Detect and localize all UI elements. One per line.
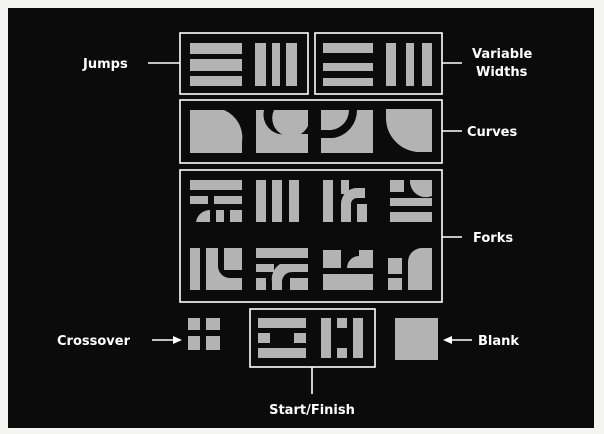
fork-tile-5 [190, 248, 242, 290]
jump-horizontal-tile [190, 43, 242, 86]
fork-tile-2 [256, 180, 299, 222]
start-finish-tile-1 [258, 318, 306, 358]
fork-tile-4 [390, 180, 432, 222]
start-finish-tile-2 [321, 318, 363, 358]
blank-tile [395, 318, 438, 360]
curve-tile-3 [321, 110, 373, 153]
curve-tile-4 [386, 109, 432, 152]
curve-tile-2 [256, 110, 308, 153]
start-finish-label: Start/Finish [269, 403, 355, 418]
variable-widths-label-line1: Variable [472, 47, 533, 62]
fork-tile-6 [256, 248, 308, 290]
crossover-tile [188, 318, 220, 350]
fork-tile-7 [323, 250, 373, 290]
forks-label: Forks [473, 231, 513, 246]
crossover-arrow [152, 336, 182, 344]
jumps-label: Jumps [82, 57, 128, 72]
fork-tile-1 [190, 180, 242, 222]
curve-tile-1 [190, 110, 242, 153]
blank-arrow [443, 336, 472, 344]
blank-label: Blank [478, 334, 519, 349]
crossover-label: Crossover [57, 334, 131, 349]
fork-tile-3 [323, 180, 367, 222]
fork-tile-8 [388, 248, 432, 290]
variable-widths-label-line2: Widths [476, 65, 528, 80]
variable-width-vertical-tile [386, 43, 432, 86]
jump-vertical-tile [255, 43, 297, 86]
curves-label: Curves [467, 125, 517, 140]
variable-width-horizontal-tile [323, 43, 373, 86]
